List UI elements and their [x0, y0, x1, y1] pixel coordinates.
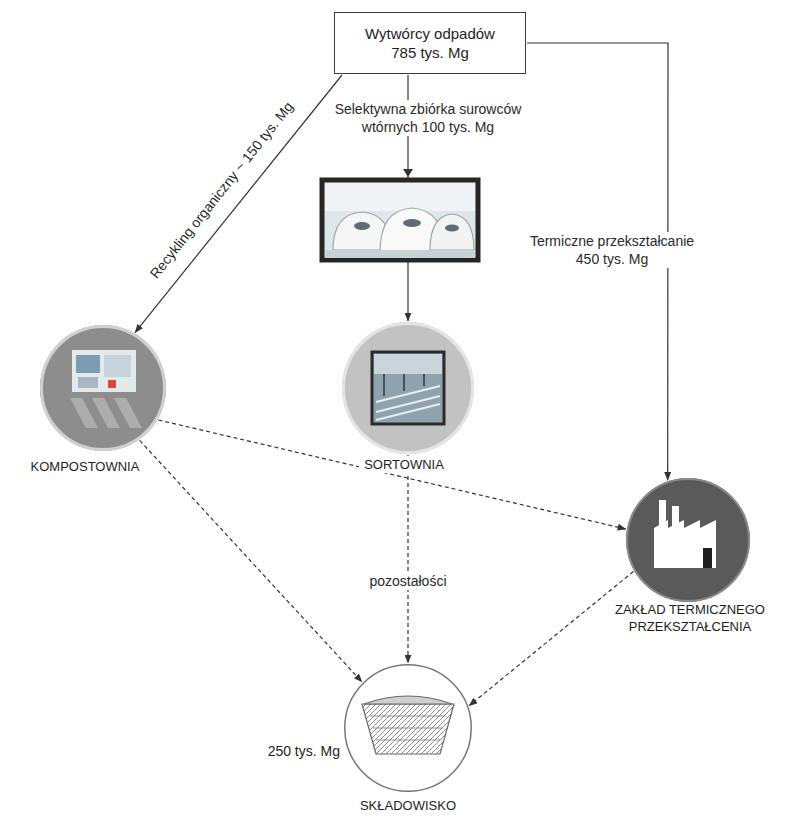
- photo-detail: [76, 355, 100, 373]
- photo-ground: [325, 250, 475, 258]
- flow-label: Selektywna zbiórka surowców wtórnych 100…: [328, 100, 528, 136]
- photo-detail: [384, 374, 424, 396]
- node-label: SKŁADOWISKO: [333, 797, 483, 814]
- bin-icon: [430, 214, 474, 250]
- compost-illustration: [40, 325, 166, 451]
- factory-illustration: [626, 478, 750, 602]
- flow-label: Recykling organiczny ~ 150 tys. Mg: [144, 96, 299, 285]
- landfill-layer: [370, 716, 446, 740]
- circle-fill: [344, 664, 472, 792]
- node-label: KOMPOSTOWNIA: [20, 458, 150, 475]
- circle-outline: [40, 325, 166, 451]
- circle-fill: [342, 322, 474, 454]
- landfill-circle: 250 tys. MgSKŁADOWISKO: [344, 664, 472, 792]
- photo-detail: [374, 354, 442, 374]
- circle-border: [344, 324, 473, 453]
- photo-detail: [108, 380, 116, 388]
- sorting-illustration: [342, 322, 474, 454]
- landfill-pit: [362, 704, 454, 754]
- stripe: [92, 398, 120, 428]
- circle-border: [627, 479, 749, 601]
- conveyor: [376, 386, 440, 420]
- landfill-mound: [364, 696, 452, 704]
- node-label: SORTOWNIA: [359, 456, 449, 473]
- flow-arrow: [135, 75, 342, 333]
- photo-detail: [104, 355, 131, 377]
- flow-arrow: [140, 440, 362, 682]
- circle-fill: [40, 325, 166, 451]
- flow-label: Termiczne przekształcanie 450 tys. Mg: [522, 232, 702, 268]
- node-text: Wytwórcy odpadów 785 tys. Mg: [355, 24, 505, 62]
- circle-outline: [344, 664, 472, 792]
- thermal-plant-circle: ZAKŁAD TERMICZNEGO PRZEKSZTAŁCENIA: [626, 478, 750, 602]
- circle-border: [42, 327, 165, 450]
- factory-icon: [654, 520, 716, 568]
- photo: [72, 350, 136, 392]
- circle-outline: [342, 322, 474, 454]
- stripe: [114, 398, 142, 428]
- factory-door: [703, 548, 712, 568]
- bin-opening: [445, 225, 459, 232]
- circle-fill: [626, 478, 750, 602]
- photo-sky: [325, 183, 475, 211]
- photo-frame: [322, 180, 478, 260]
- circle-border: [345, 665, 472, 792]
- arrow-head: [403, 169, 413, 177]
- photo-detail: [78, 377, 98, 388]
- node-label: ZAKŁAD TERMICZNEGO PRZEKSZTAŁCENIA: [604, 601, 776, 635]
- flow-label: pozostałości: [364, 572, 452, 590]
- bin-opening: [354, 222, 370, 230]
- sorting-plant-circle: SORTOWNIA: [342, 322, 474, 454]
- compost-plant-circle: KOMPOSTOWNIA: [40, 325, 166, 451]
- source-box: Wytwórcy odpadów 785 tys. Mg: [334, 12, 526, 74]
- node-label: 250 tys. Mg: [248, 743, 340, 760]
- flow-arrow: [469, 572, 633, 706]
- photo: [372, 352, 444, 424]
- circle-outline: [626, 478, 750, 602]
- bin-opening: [403, 219, 421, 227]
- flow-arrow: [407, 455, 408, 663]
- bins-photo: [322, 180, 478, 260]
- landfill-illustration: [344, 664, 472, 792]
- stripe: [70, 398, 98, 428]
